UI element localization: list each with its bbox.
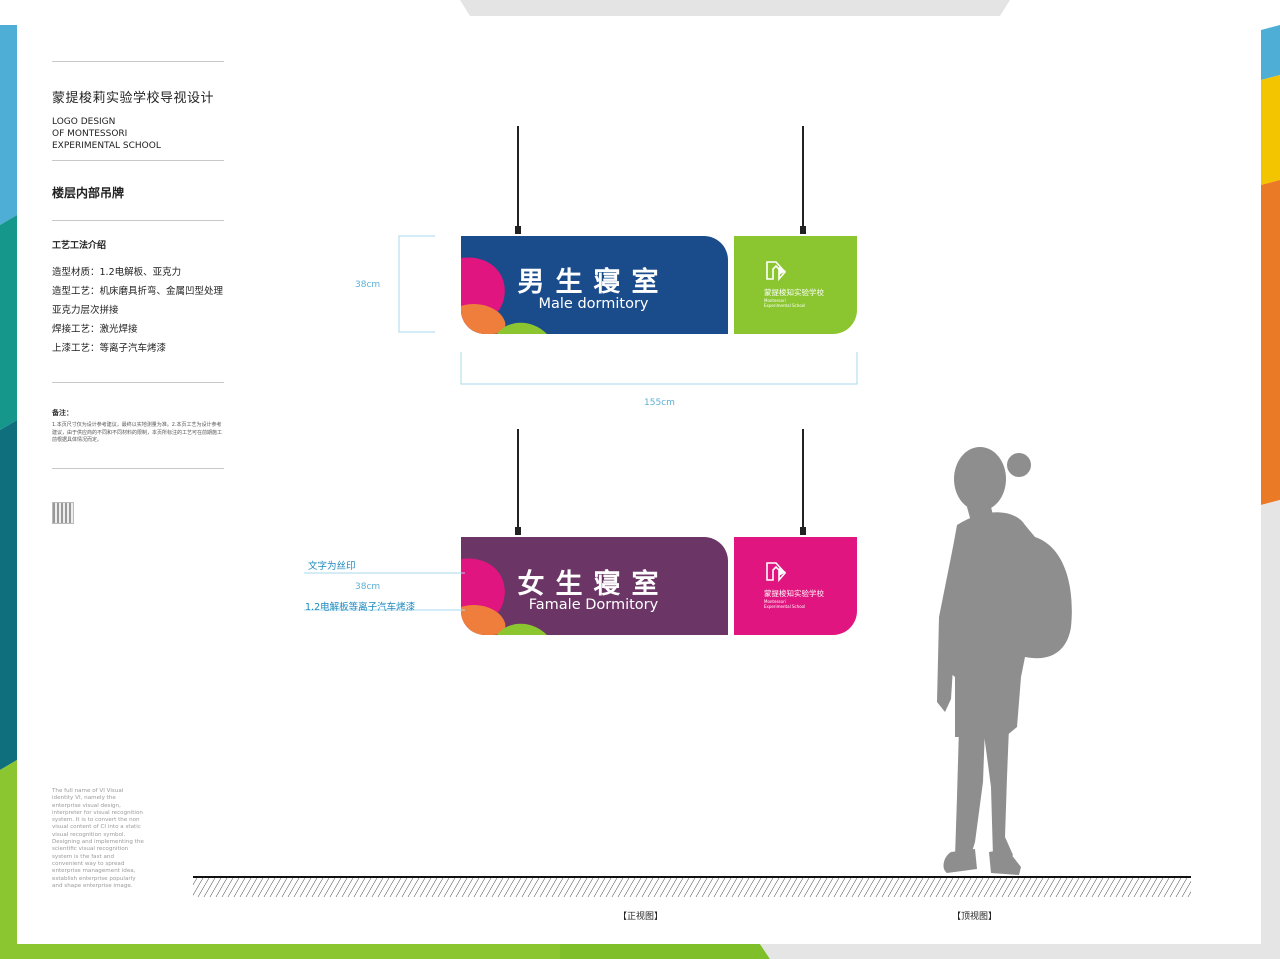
- female-dormitory-sign-panel: 女生寝室 Famale Dormitory: [461, 537, 728, 635]
- sign-chinese-text: 男生寝室: [517, 267, 670, 298]
- sign-english-text: Famale Dormitory: [528, 597, 659, 613]
- hanging-wire: [802, 429, 804, 529]
- logo-english-line: Montessori: [764, 599, 786, 604]
- subtitle-line: OF MONTESSORI: [52, 129, 128, 139]
- hanging-wire: [802, 126, 804, 228]
- document-subtitle: LOGO DESIGN OF MONTESSORI EXPERIMENTAL S…: [52, 116, 161, 152]
- divider: [52, 468, 224, 469]
- hanging-bracket: [515, 226, 521, 234]
- male-sign-logo-panel: 蒙提梭知实验学校 Montessori Experimental School: [734, 236, 857, 334]
- qr-code-icon: [52, 502, 74, 524]
- english-description: The full name of VI Visual identity VI, …: [52, 788, 144, 889]
- callout-lines: [304, 572, 465, 611]
- process-line: 上漆工艺：等离子汽车烤漆: [52, 343, 167, 354]
- petal-decoration: [461, 558, 547, 635]
- dimension-lines: [398, 235, 858, 385]
- logo-english-name: Montessori Experimental School: [764, 599, 805, 609]
- process-heading: 工艺工法介绍: [52, 241, 107, 251]
- hanging-wire: [517, 126, 519, 228]
- section-title: 楼层内部吊牌: [52, 186, 125, 200]
- logo-chinese-name: 蒙提梭知实验学校: [764, 589, 824, 598]
- divider: [52, 160, 224, 161]
- notes-heading: 备注：: [52, 409, 73, 417]
- male-dormitory-sign-panel: 男生寝室 Male dormitory: [461, 236, 728, 334]
- width-dimension-label: 155cm: [644, 398, 675, 408]
- school-logo-icon: [766, 562, 787, 583]
- sign-english-text: Male dormitory: [538, 296, 649, 312]
- subtitle-line: EXPERIMENTAL SCHOOL: [52, 141, 161, 151]
- logo-english-line: Experimental School: [764, 303, 806, 308]
- document-title: 蒙提梭莉实验学校导视设计: [52, 91, 215, 106]
- process-line: 焊接工艺：激光焊接: [52, 324, 138, 335]
- process-line: 亚克力层次拼接: [52, 305, 119, 316]
- school-logo-icon: [766, 261, 787, 282]
- height-dimension-label: 38cm: [355, 582, 381, 592]
- artboard: [17, 16, 1261, 944]
- divider: [52, 382, 224, 383]
- female-sign-logo-panel: 蒙提梭知实验学校 Montessori Experimental School: [734, 537, 857, 635]
- sign-chinese-text: 女生寝室: [517, 569, 670, 600]
- student-silhouette: [937, 447, 1072, 875]
- logo-english-line: Montessori: [764, 298, 786, 303]
- logo-english-name: Montessori Experimental School: [764, 298, 805, 308]
- notes-body: 1.本页尺寸仅为设计参考建议，最终以实地测量为准。2.本页工艺为设计参考建议，由…: [52, 422, 223, 444]
- petal-decoration: [461, 257, 547, 334]
- hanging-bracket: [800, 226, 806, 234]
- ground-line: [193, 876, 1191, 897]
- logo-chinese-name: 蒙提梭知实验学校: [764, 288, 824, 297]
- silkscreen-callout: 文字为丝印: [308, 561, 356, 572]
- logo-english-line: Experimental School: [764, 604, 806, 609]
- process-line: 造型材质：1.2电解板、亚克力: [52, 267, 182, 278]
- subtitle-line: LOGO DESIGN: [52, 117, 116, 127]
- top-view-label: 【顶视图】: [952, 912, 998, 922]
- divider: [52, 61, 224, 62]
- hanging-bracket: [515, 527, 521, 535]
- divider: [52, 220, 224, 221]
- hanging-bracket: [800, 527, 806, 535]
- process-line: 造型工艺：机床磨具折弯、金属凹型处理: [52, 286, 224, 297]
- front-view-label: 【正视图】: [618, 912, 664, 922]
- paint-callout: 1.2电解板等离子汽车烤漆: [305, 602, 416, 613]
- height-dimension-label: 38cm: [355, 280, 381, 290]
- hanging-wire: [517, 429, 519, 529]
